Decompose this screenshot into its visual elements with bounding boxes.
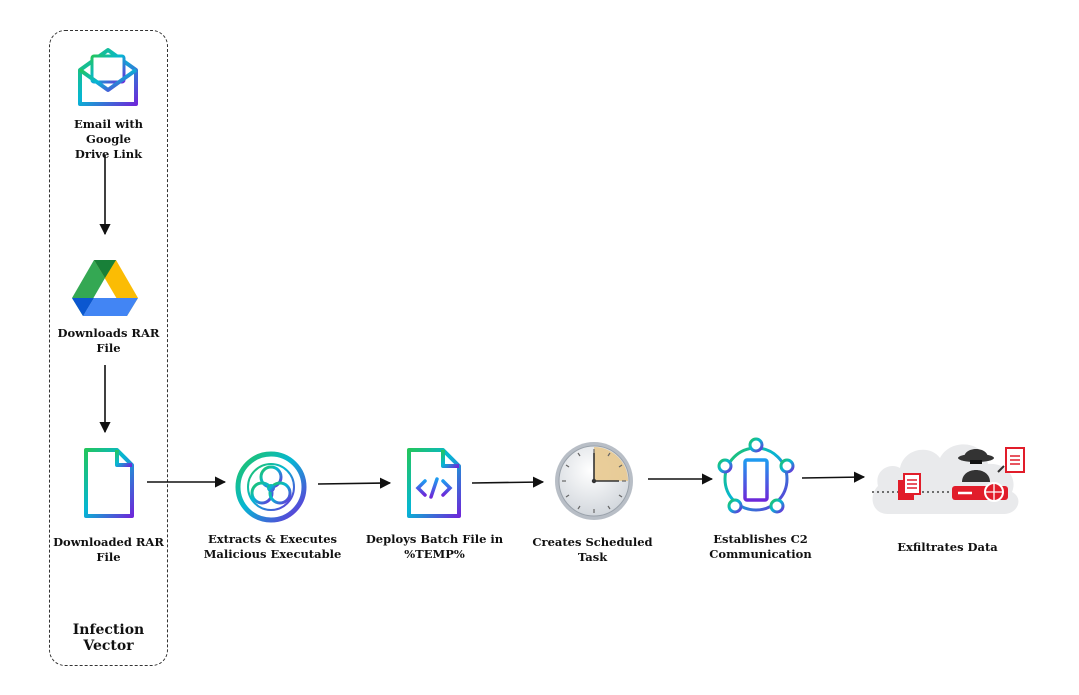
google-drive-icon: [72, 260, 138, 316]
hacker-cloud-icon: [872, 444, 1025, 514]
batch-label: Deploys Batch File in %TEMP%: [365, 532, 504, 561]
biohazard-icon: [235, 451, 307, 523]
email-label: Email with Google Drive Link: [73, 117, 144, 161]
arrow-batch-to-task: [471, 476, 545, 488]
group-label: Infection Vector: [72, 622, 145, 654]
clock-icon: [555, 442, 633, 520]
drive-label: Downloads RAR File: [57, 326, 160, 355]
c2-label: Establishes C2 Communication: [709, 532, 812, 561]
rar-label: Downloaded RAR File: [53, 535, 164, 564]
extract-label: Extracts & Executes Malicious Executable: [203, 532, 342, 561]
code-file-icon: [407, 448, 461, 518]
network-device-icon: [717, 437, 795, 514]
arrow-extract-to-batch: [317, 477, 392, 489]
email-envelope-icon: [78, 48, 138, 106]
arrow-c2-to-exfil: [801, 471, 866, 483]
infection-vector-group: [49, 30, 168, 666]
task-label: Creates Scheduled Task: [532, 535, 653, 564]
exfil-label: Exfiltrates Data: [897, 540, 998, 554]
document-file-icon: [84, 448, 134, 518]
